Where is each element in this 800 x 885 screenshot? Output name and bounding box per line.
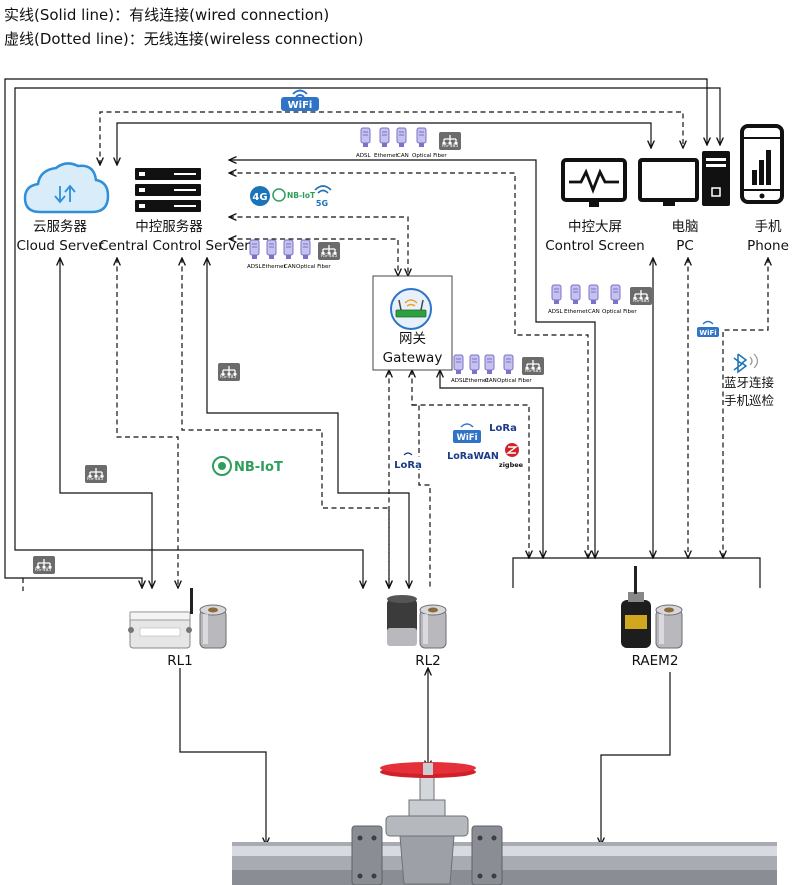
svg-text:NB-IoT: NB-IoT	[234, 460, 283, 475]
gateway-box	[372, 275, 453, 371]
svg-text:NB-IoT: NB-IoT	[287, 191, 316, 200]
phone-label-en: Phone	[747, 238, 789, 254]
pc-icon	[638, 151, 730, 206]
cloud-icon	[23, 162, 110, 214]
pc-label-cn: 电脑	[671, 219, 699, 235]
bluetooth-icon	[733, 353, 759, 374]
svg-text:RS-485: RS-485	[87, 476, 103, 482]
lora-badge-cluster: LoRa	[489, 423, 517, 434]
nbiot-badge: NB-IoT	[212, 456, 283, 476]
raem2-device	[621, 566, 683, 649]
svg-text:4G: 4G	[252, 192, 267, 203]
wifi-badge-cluster: WiFi	[453, 423, 481, 443]
svg-text:ADSL: ADSL	[451, 378, 466, 384]
svg-text:Ethernet: Ethernet	[465, 378, 490, 384]
lora-badge-rl2: LoRa	[394, 452, 422, 471]
valve	[380, 762, 476, 885]
zigbee-badge: zigbee	[499, 443, 524, 469]
central-server-label-cn: 中控服务器	[135, 219, 203, 235]
svg-text:5G: 5G	[316, 199, 328, 208]
bluetooth-note-line2: 手机巡检	[724, 393, 775, 408]
nbiot-badge-small: NB-IoT	[272, 188, 316, 202]
monitor-icon	[561, 158, 627, 207]
rs485-badge-rl1: RS-485	[32, 555, 56, 575]
svg-text:Optical Fiber: Optical Fiber	[412, 153, 447, 159]
svg-text:Ethernet: Ethernet	[564, 309, 589, 315]
svg-text:LoRa: LoRa	[489, 423, 517, 434]
svg-text:Optical Fiber: Optical Fiber	[296, 264, 331, 270]
svg-text:LoRa: LoRa	[394, 460, 422, 471]
svg-text:WiFi: WiFi	[456, 433, 477, 443]
svg-text:CAN: CAN	[284, 264, 296, 270]
svg-text:ADSL: ADSL	[356, 153, 371, 159]
interface-icons-screen: ADSL Ethernet CAN Optical Fiber RS-485	[548, 284, 653, 315]
control-screen-label-en: Control Screen	[545, 238, 645, 254]
svg-text:RS-485: RS-485	[525, 368, 541, 374]
svg-text:Optical Fiber: Optical Fiber	[602, 309, 637, 315]
cloud-server-label-en: Cloud Server	[16, 238, 104, 254]
svg-text:WiFi: WiFi	[288, 100, 313, 111]
cloud-server-label: 云服务器 Cloud Server	[8, 218, 112, 256]
lorawan-badge: LoRaWAN	[447, 451, 499, 462]
server-icon	[135, 168, 201, 212]
svg-text:WiFi: WiFi	[699, 329, 716, 337]
bluetooth-note-line1: 蓝牙连接	[724, 375, 775, 390]
svg-text:zigbee: zigbee	[499, 461, 524, 469]
svg-text:RS-485: RS-485	[35, 567, 51, 573]
wifi-badge-top: WiFi	[281, 89, 319, 111]
gateway-label: 网关 Gateway	[373, 330, 452, 368]
svg-text:CAN: CAN	[588, 309, 600, 315]
svg-text:CAN: CAN	[485, 378, 497, 384]
rs485-badge-left: RS-485	[217, 362, 241, 382]
svg-text:LoRaWAN: LoRaWAN	[447, 451, 499, 462]
interface-icons-gateway: ADSL Ethernet CAN Optical Fiber RS-485	[451, 354, 545, 384]
rs485-badge-cloud: RS-485	[84, 464, 108, 484]
legend-solid: 实线(Solid line)：有线连接(wired connection)	[4, 6, 330, 24]
rl2-device	[387, 595, 447, 649]
raem2-label: RAEM2	[631, 653, 679, 669]
interface-icons-top: ADSL Ethernet CAN Optical Fiber RS-485	[356, 127, 462, 159]
central-server-label-en: Central Control Server	[99, 238, 250, 254]
control-screen-label-cn: 中控大屏	[568, 219, 622, 235]
svg-text:RS-485: RS-485	[321, 253, 337, 259]
phone-label-cn: 手机	[754, 219, 782, 235]
legend-dotted: 虚线(Dotted line)：无线连接(wireless connection…	[4, 30, 364, 48]
svg-text:Ethernet: Ethernet	[262, 264, 287, 270]
phone-label: 手机 Phone	[740, 218, 796, 256]
svg-text:ADSL: ADSL	[548, 309, 563, 315]
pc-label-en: PC	[676, 238, 694, 254]
phone-icon	[740, 124, 784, 204]
svg-text:Optical Fiber: Optical Fiber	[497, 378, 532, 384]
svg-text:RS-485: RS-485	[220, 374, 236, 380]
rl1-device	[128, 588, 227, 649]
rl1-label: RL1	[167, 653, 193, 669]
rl2-label: RL2	[415, 653, 441, 669]
svg-text:RS-485: RS-485	[442, 143, 458, 149]
pc-label: 电脑 PC	[660, 218, 710, 256]
bluetooth-note: 蓝牙连接 手机巡检	[724, 374, 774, 410]
svg-text:ADSL: ADSL	[247, 264, 262, 270]
svg-text:RS-485: RS-485	[633, 298, 649, 304]
gateway-label-cn: 网关	[399, 331, 426, 347]
central-server-label: 中控服务器 Central Control Server	[99, 218, 250, 256]
gateway-label-en: Gateway	[382, 350, 443, 366]
interface-icons-server: ADSL Ethernet CAN Optical Fiber RS-485	[247, 239, 341, 270]
fourg-badge: 4G	[250, 186, 270, 206]
cloud-server-label-cn: 云服务器	[33, 219, 87, 235]
pipeline	[232, 825, 777, 885]
svg-text:Ethernet: Ethernet	[374, 153, 399, 159]
svg-text:CAN: CAN	[397, 153, 409, 159]
fiveg-badge: 5G	[314, 185, 332, 208]
wifi-badge-phone: WiFi	[697, 320, 719, 337]
control-screen-label: 中控大屏 Control Screen	[544, 218, 646, 256]
wireless-connections	[22, 111, 768, 591]
